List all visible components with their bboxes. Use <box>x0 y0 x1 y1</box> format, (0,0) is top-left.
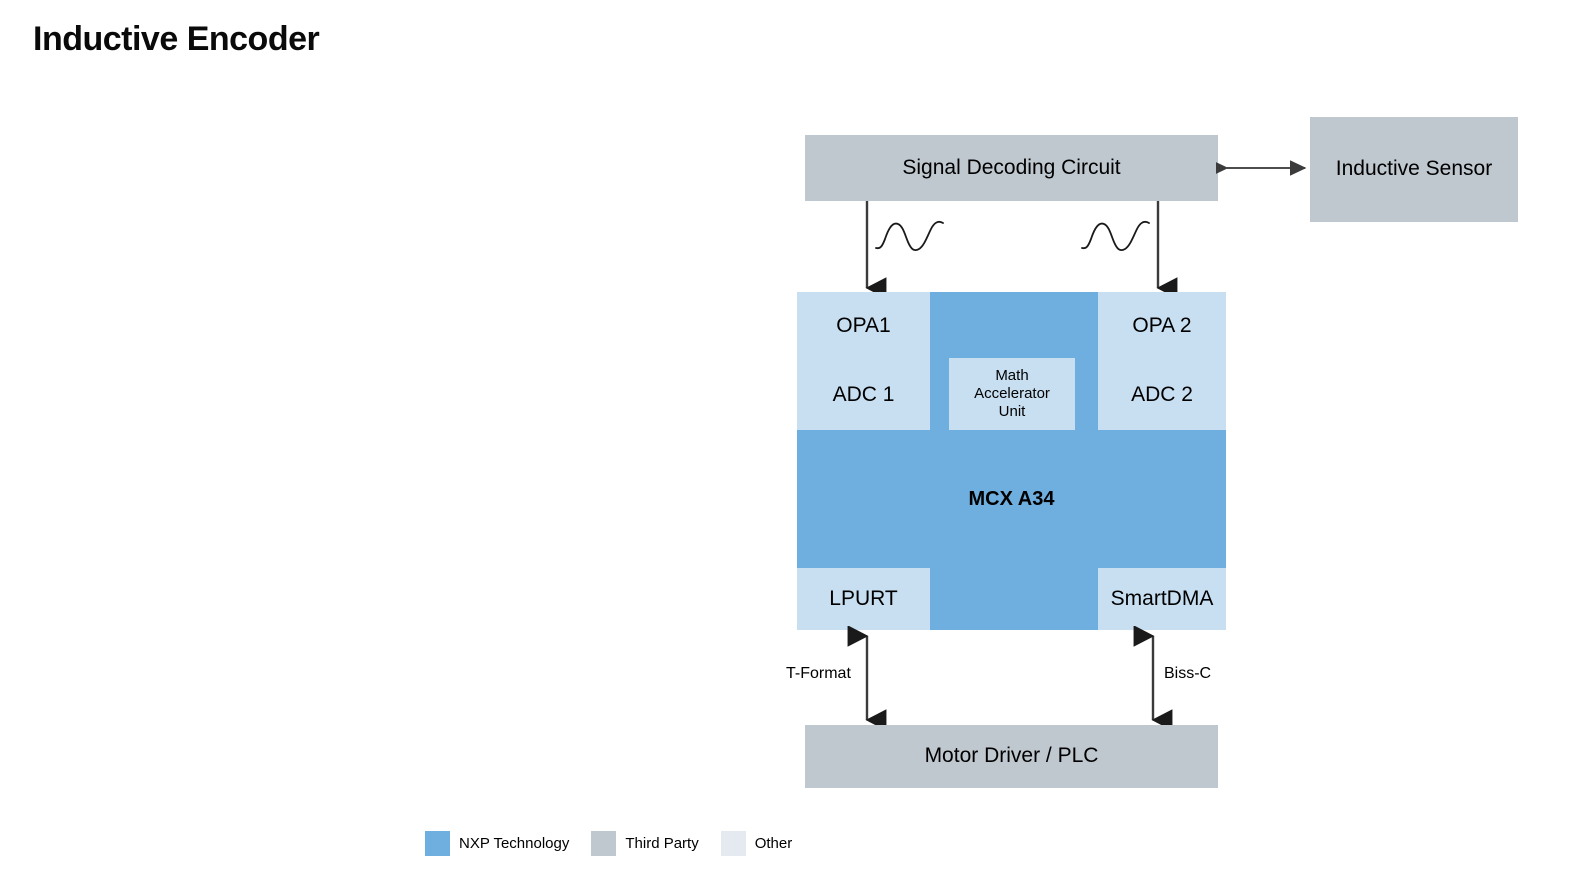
legend: NXP Technology Third Party Other <box>425 831 814 856</box>
block-label-adc1: ADC 1 <box>832 383 895 407</box>
block-signal-decoding-circuit[interactable]: Signal Decoding Circuit <box>805 135 1218 201</box>
block-lpurt[interactable]: LPURT <box>797 568 930 630</box>
sine-wave-icon-right <box>1081 220 1150 252</box>
connector-adc2-down-arrow <box>1156 201 1178 298</box>
connector-adc1-down-arrow <box>865 201 887 298</box>
connector-t-format-arrow <box>847 626 887 730</box>
legend-label-other: Other <box>754 835 793 852</box>
sine-wave-icon-left <box>875 220 944 252</box>
block-label-motor-driver-plc: Motor Driver / PLC <box>924 744 1099 768</box>
connector-sensor-link-arrow <box>1216 160 1307 176</box>
block-label-math-accelerator-unit-line3: Unit <box>998 402 1026 420</box>
block-smartdma[interactable]: SmartDMA <box>1098 568 1226 630</box>
block-label-mcx-a34: MCX A34 <box>968 487 1055 510</box>
block-label-math-accelerator-unit-line2: Accelerator <box>974 385 1050 403</box>
block-label-lpurt: LPURT <box>829 586 898 610</box>
connector-label-biss-c: Biss-C <box>1164 665 1212 682</box>
block-label-mcx-a34-wrap: MCX A34 <box>797 430 1226 568</box>
block-math-accelerator-unit[interactable]: Math Accelerator Unit <box>949 358 1075 430</box>
block-label-adc2: ADC 2 <box>1131 383 1193 407</box>
legend-label-third-party: Third Party <box>625 835 699 852</box>
legend-item-third-party: Third Party <box>591 831 699 856</box>
block-label-signal-decoding-circuit: Signal Decoding Circuit <box>902 155 1121 179</box>
legend-label-nxp-technology: NXP Technology <box>459 835 570 852</box>
block-label-inductive-sensor: Inductive Sensor <box>1335 157 1493 181</box>
legend-swatch-third-party <box>591 831 617 856</box>
legend-item-nxp-technology: NXP Technology <box>425 831 569 856</box>
block-opa1-adc1[interactable]: OPA1 ADC 1 <box>797 292 930 430</box>
legend-item-other: Other <box>720 831 793 856</box>
legend-swatch-other <box>720 831 746 856</box>
block-label-opa2: OPA 2 <box>1132 314 1192 338</box>
block-motor-driver-plc[interactable]: Motor Driver / PLC <box>805 725 1218 788</box>
block-opa2-adc2[interactable]: OPA 2 ADC 2 <box>1098 292 1226 430</box>
block-label-smartdma: SmartDMA <box>1110 586 1214 610</box>
block-inductive-sensor[interactable]: Inductive Sensor <box>1310 117 1518 222</box>
page-title: Inductive Encoder <box>33 20 320 58</box>
block-mcx-a34-group[interactable]: OPA1 ADC 1 OPA 2 ADC 2 Math Accelerator … <box>797 292 1226 630</box>
block-label-math-accelerator-unit-line1: Math <box>995 367 1029 385</box>
legend-swatch-nxp-technology <box>425 831 450 856</box>
connector-label-t-format: T-Format <box>786 665 851 682</box>
block-label-opa1: OPA1 <box>836 314 891 338</box>
connector-biss-c-arrow <box>1133 626 1173 730</box>
